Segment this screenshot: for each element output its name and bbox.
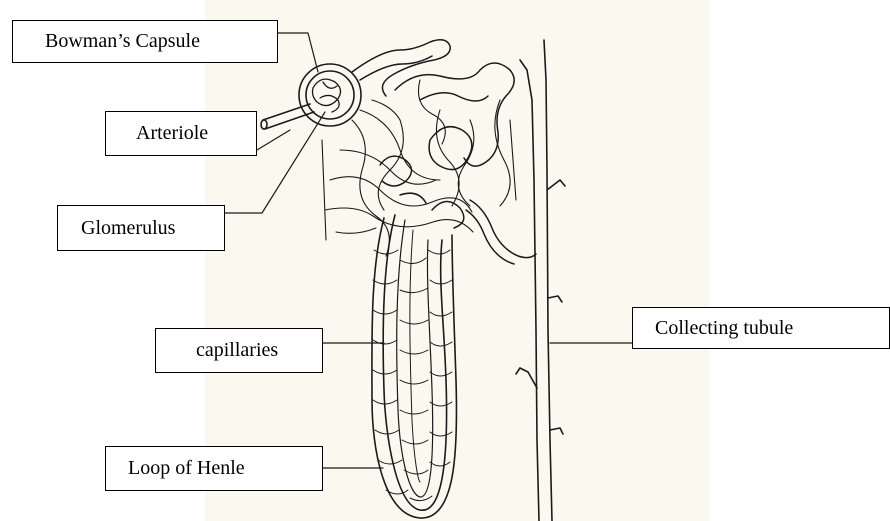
- label-collecting-tubule-text: Collecting tubule: [655, 317, 793, 340]
- label-glomerulus: Glomerulus: [57, 205, 225, 251]
- label-loop-of-henle-text: Loop of Henle: [128, 457, 245, 480]
- label-capillaries: capillaries: [155, 328, 323, 373]
- label-glomerulus-text: Glomerulus: [81, 217, 175, 240]
- label-arteriole-text: Arteriole: [136, 122, 208, 145]
- label-capillaries-text: capillaries: [196, 339, 278, 362]
- label-arteriole: Arteriole: [105, 111, 257, 156]
- label-collecting-tubule: Collecting tubule: [632, 307, 890, 349]
- label-bowmans-capsule-text: Bowman’s Capsule: [45, 30, 200, 53]
- label-loop-of-henle: Loop of Henle: [105, 446, 323, 491]
- label-bowmans-capsule: Bowman’s Capsule: [12, 20, 278, 63]
